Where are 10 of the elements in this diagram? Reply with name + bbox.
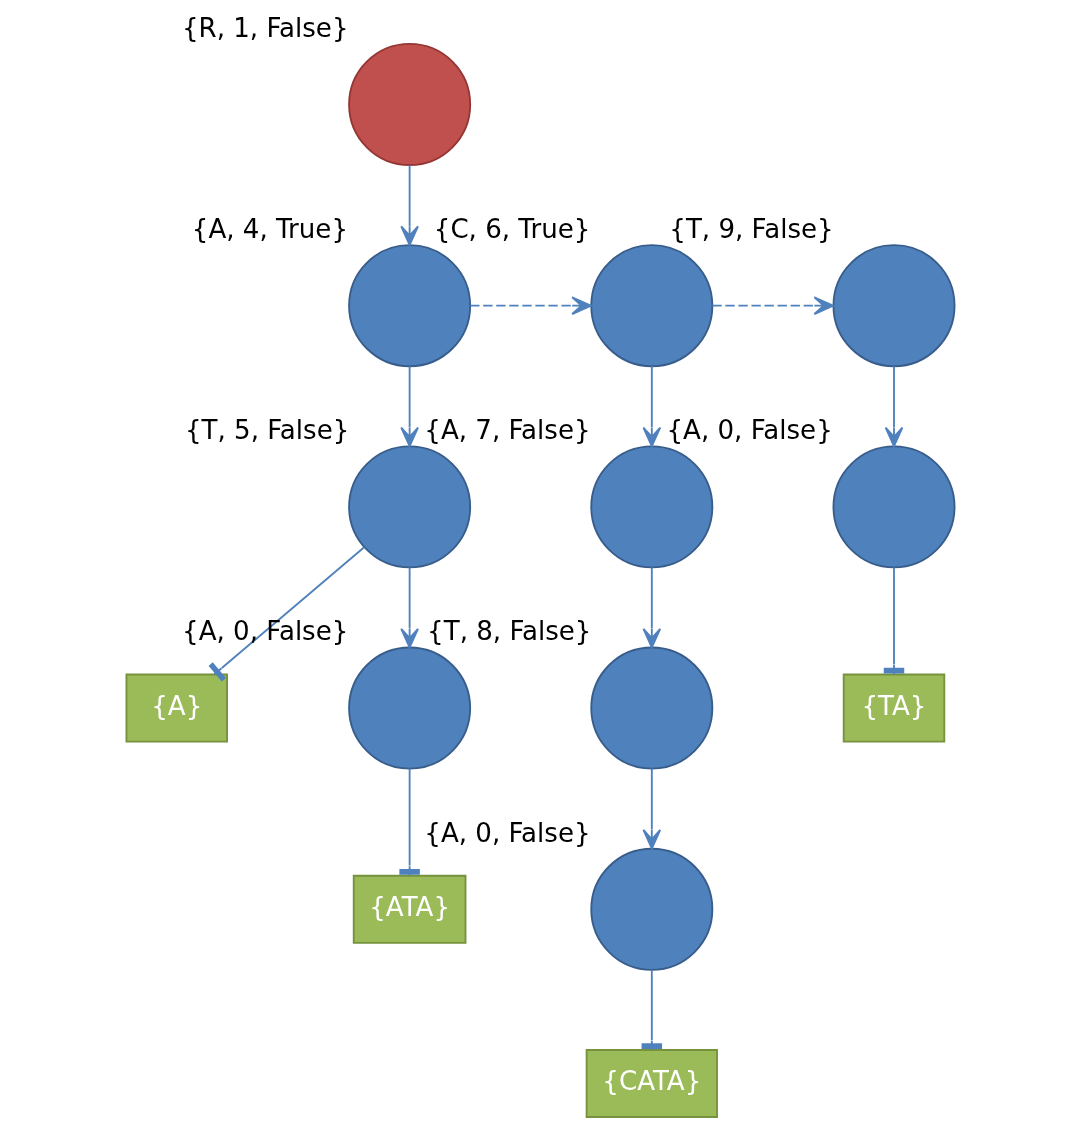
node-label: {T, 8, False} xyxy=(426,616,591,647)
node-label: {A, 0, False} xyxy=(181,616,348,647)
node-label: {R, 1, False} xyxy=(181,12,348,43)
node-label: {A, 0, False} xyxy=(665,415,833,446)
node-label: {T, 5, False} xyxy=(184,415,349,446)
node-label: {T, 9, False} xyxy=(668,214,834,245)
node-label: {A, 4, True} xyxy=(191,214,348,245)
node-label: {A, 7, False} xyxy=(423,415,591,446)
node-label: {C, 6, True} xyxy=(433,214,590,245)
node-label: {A, 0, False} xyxy=(423,817,591,848)
